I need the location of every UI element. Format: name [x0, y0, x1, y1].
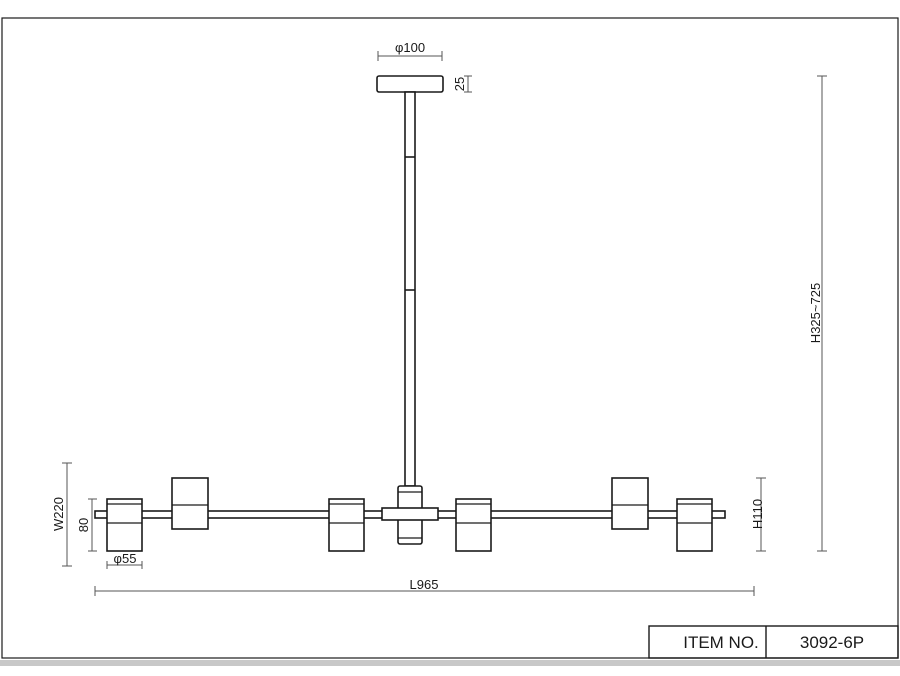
item-number-label: ITEM NO. [683, 633, 759, 652]
central-hub [381, 485, 439, 545]
dimension-canopy-height: 25 [452, 75, 472, 93]
canopy-diameter-label: φ100 [395, 40, 425, 55]
shade-diameter-label: φ55 [114, 551, 137, 566]
canopy-height-label: 25 [452, 77, 467, 91]
shade-2 [171, 477, 209, 530]
dimension-light-height: H110 [750, 477, 766, 552]
shade-3 [328, 498, 365, 552]
shade-1 [106, 498, 143, 552]
light-height-label: H110 [750, 499, 765, 529]
shade-5 [611, 477, 649, 530]
overall-width-label: W220 [51, 497, 66, 531]
dimension-shade-height: 80 [76, 498, 97, 552]
shade-4 [455, 498, 492, 552]
overall-height-label: H325~725 [808, 283, 823, 343]
item-number-value: 3092-6P [800, 633, 864, 652]
suspension-rod [404, 91, 416, 487]
shade-6 [676, 498, 713, 552]
dimension-overall-width: W220 [51, 462, 72, 567]
dimension-overall-height: H325~725 [808, 75, 827, 552]
title-block: ITEM NO. 3092-6P [648, 625, 899, 659]
shade-height-label: 80 [76, 518, 91, 532]
overall-length-label: L965 [410, 577, 439, 592]
dimension-overall-length: L965 [94, 577, 755, 596]
ceiling-canopy [376, 75, 444, 93]
dimension-canopy-diameter: φ100 [377, 40, 443, 61]
dimension-shade-diameter: φ55 [106, 551, 143, 569]
